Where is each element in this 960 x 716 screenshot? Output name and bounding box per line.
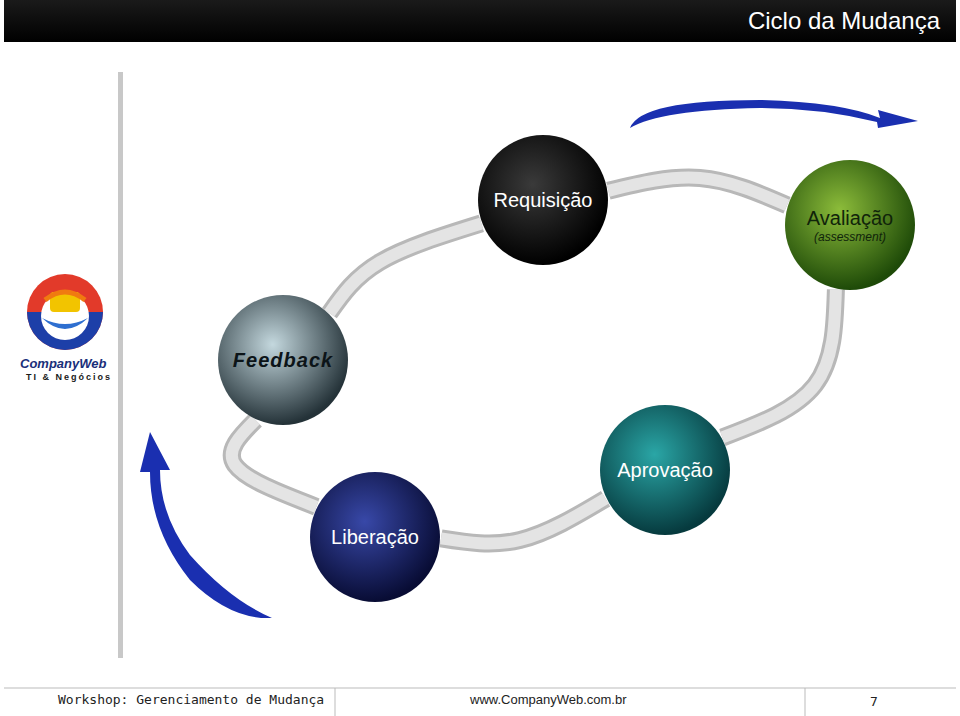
footer-text: Workshop: Gerenciamento de Mudança [58,692,324,707]
title-bar [4,0,956,42]
ring-connector [441,499,606,544]
ring-segment-group [722,289,835,437]
side-rule [118,72,123,658]
ring-shadow [608,178,787,206]
cycle-arrow-top [630,100,918,128]
footer-divider [805,688,806,716]
ring-shadow [441,499,606,544]
circle-fill [785,160,915,290]
step-name: Requisição [494,188,593,212]
page-number: 7 [870,694,878,709]
circle-fill [218,295,348,425]
cycle-arrow-left [140,432,272,618]
ring-shadow [232,420,317,507]
ring-connector [722,289,835,437]
ring-segment-group [441,499,606,544]
cycle-circle: Avaliação(assessment) [784,159,916,291]
logo-tagline: TI & Negócios [26,372,112,382]
company-logo [27,274,103,350]
ring-shadow [722,289,835,437]
ring-shadow [329,223,481,313]
step-name: Avaliação [807,206,893,230]
step-name: Feedback [233,348,333,372]
step-name: Aprovação [617,458,713,482]
logo-name: CompanyWeb [20,356,106,371]
cycle-circle: Feedback [217,294,349,426]
circle-fill [600,405,730,535]
footer-url: www.CompanyWeb.com.br [470,692,627,707]
circle-fill [478,135,608,265]
footer-divider [335,688,336,716]
step-note: (assessment) [814,230,886,244]
footer-rule [4,688,956,689]
ring-connector [329,223,481,313]
ring-connector [232,420,317,507]
ring-connector [608,178,787,206]
cycle-circle: Aprovação [599,404,731,536]
ring-segment-group [232,420,317,507]
ring-segment-group [329,223,481,313]
ring-segment-group [608,178,787,206]
step-name: Liberação [331,525,419,549]
cycle-circle: Liberação [309,471,441,603]
circle-fill [310,472,440,602]
cycle-circle: Requisição [477,134,609,266]
slide-title: Ciclo da Mudança [748,6,940,36]
